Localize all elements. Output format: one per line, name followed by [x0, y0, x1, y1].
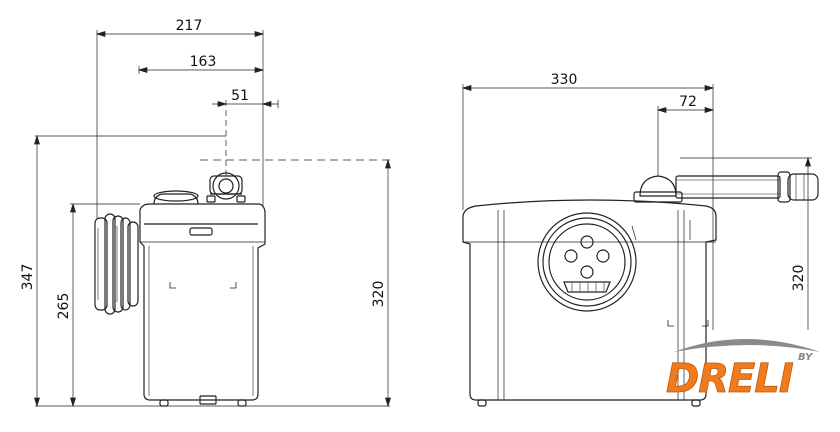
logo-brand: DRELI: [666, 356, 794, 402]
dim-51: 51: [231, 88, 249, 104]
dim-320-side: 320: [371, 281, 387, 308]
dim-72: 72: [679, 94, 697, 110]
inlet-bellows: [94, 213, 139, 315]
dim-163: 163: [190, 54, 217, 70]
dim-330: 330: [551, 72, 578, 88]
side-body: [139, 172, 266, 407]
side-view: [34, 30, 391, 408]
side-dimensions: [34, 30, 391, 408]
dim-265: 265: [56, 293, 72, 320]
dim-347: 347: [20, 264, 36, 291]
logo-by: BY: [798, 352, 814, 363]
dim-320-front: 320: [791, 265, 807, 292]
logo-swoosh: [674, 339, 820, 352]
front-view: [461, 84, 819, 407]
front-dimensions: [461, 84, 812, 330]
dim-217: 217: [176, 18, 203, 34]
dreli-logo: BY DRELI: [666, 339, 820, 402]
